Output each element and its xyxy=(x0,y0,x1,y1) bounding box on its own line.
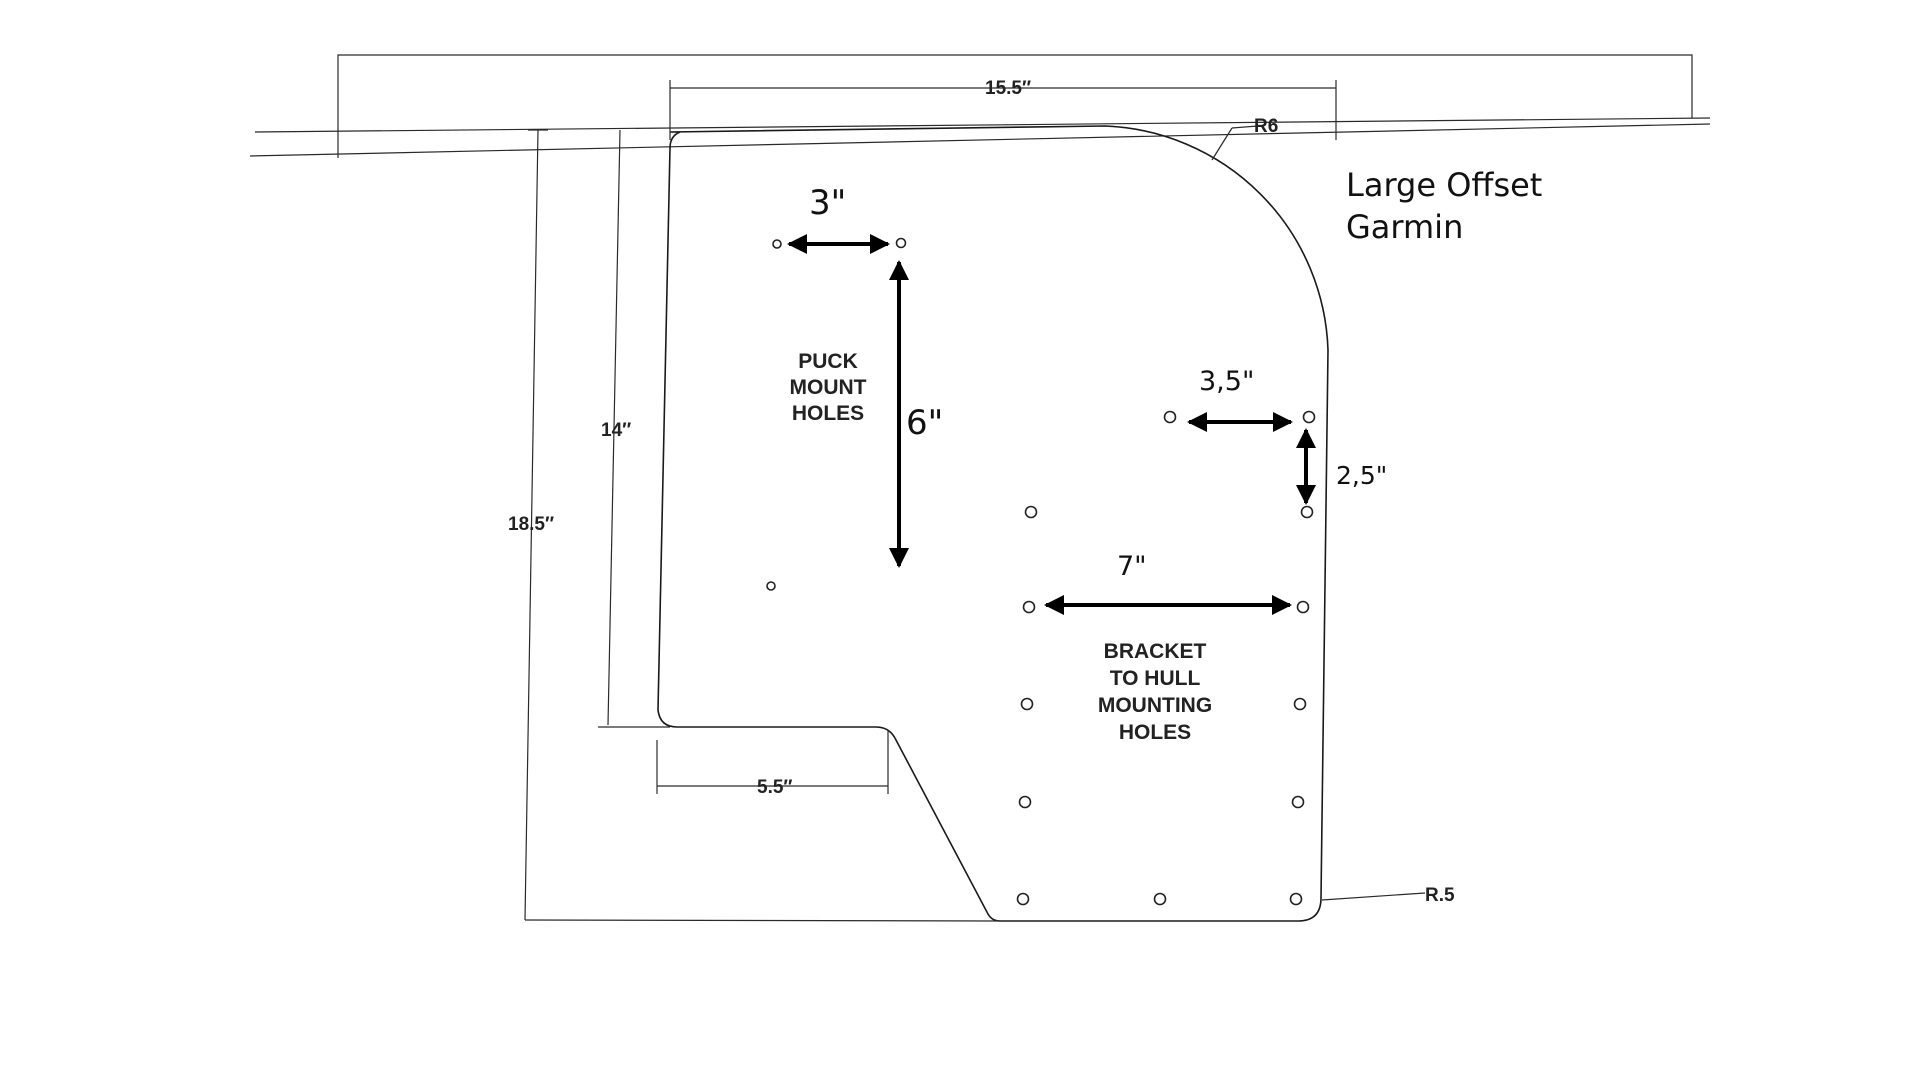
svg-text:PUCK: PUCK xyxy=(798,350,858,373)
bracket-outline xyxy=(657,125,1329,922)
transom-lines xyxy=(249,54,1711,158)
anno-puck-h: 3" xyxy=(809,183,846,223)
anno-bracket-a: 3,5" xyxy=(1199,366,1254,397)
dim-height-inner: 14″ xyxy=(601,420,631,441)
svg-text:HOLES: HOLES xyxy=(1119,721,1191,744)
anno-bracket-b: 2,5" xyxy=(1336,461,1387,490)
anno-bracket-c: 7" xyxy=(1117,551,1147,582)
title-line-1: Large Offset xyxy=(1346,166,1542,204)
dimension-lines xyxy=(524,80,1426,922)
puck-mount-holes xyxy=(766,237,907,591)
annotation-arrows xyxy=(787,234,1316,615)
svg-text:BRACKET: BRACKET xyxy=(1104,640,1207,663)
puck-label: PUCK MOUNT HOLES xyxy=(790,350,867,425)
dim-width-top: 15.5″ xyxy=(985,78,1031,99)
svg-text:MOUNTING: MOUNTING xyxy=(1098,694,1212,717)
svg-text:MOUNT: MOUNT xyxy=(790,376,867,399)
bracket-holes xyxy=(1016,410,1316,906)
dim-bottom-step: 5.5″ xyxy=(757,777,793,798)
title-line-2: Garmin xyxy=(1346,208,1463,246)
dim-radius-top: R6 xyxy=(1254,116,1278,137)
dim-height-total: 18.5″ xyxy=(508,514,554,535)
svg-text:HOLES: HOLES xyxy=(792,402,864,425)
svg-text:TO HULL: TO HULL xyxy=(1110,667,1201,690)
bracket-label: BRACKET TO HULL MOUNTING HOLES xyxy=(1098,640,1212,744)
dim-radius-corner: R.5 xyxy=(1425,885,1455,906)
anno-puck-v: 6" xyxy=(906,403,943,443)
